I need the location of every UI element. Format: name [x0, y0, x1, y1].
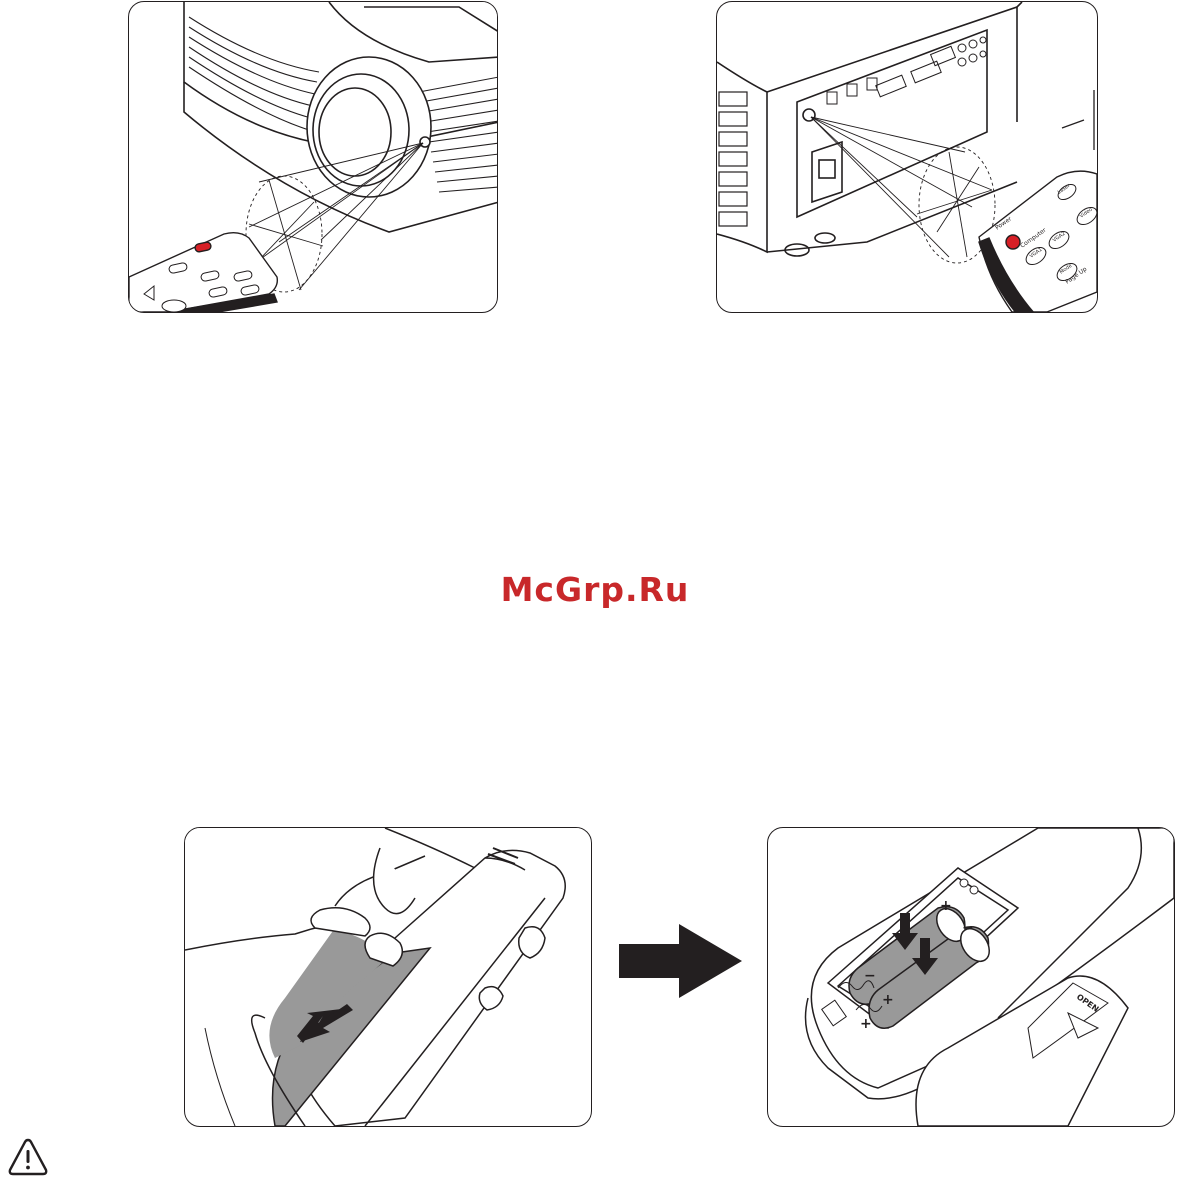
front-sensor-drawing	[129, 2, 497, 312]
illustration-front-ir-sensor	[128, 1, 498, 313]
battery-plus-mark: +	[860, 1016, 872, 1032]
watermark-text: McGrp.Ru	[0, 570, 1180, 609]
illustration-insert-batteries: + − − + + OPEN	[767, 827, 1175, 1127]
battery-minus-mark: −	[864, 968, 876, 984]
illustration-rear-ir-sensor: Power Computer VGA1 VGA2 Video Laser Mod…	[716, 1, 1098, 313]
insert-batteries-drawing: + − − + + OPEN	[768, 828, 1174, 1126]
remove-cover-drawing	[185, 828, 591, 1126]
battery-plus-mark: +	[940, 898, 952, 914]
arrow-right-icon	[619, 924, 742, 998]
warning-triangle-icon	[8, 1137, 48, 1177]
battery-plus-mark: +	[882, 992, 894, 1008]
illustration-remove-battery-cover	[184, 827, 592, 1127]
side-tick-mark	[1060, 90, 1096, 150]
battery-minus-mark: −	[962, 920, 974, 936]
rear-sensor-drawing: Power Computer VGA1 VGA2 Video Laser Mod…	[717, 2, 1097, 312]
